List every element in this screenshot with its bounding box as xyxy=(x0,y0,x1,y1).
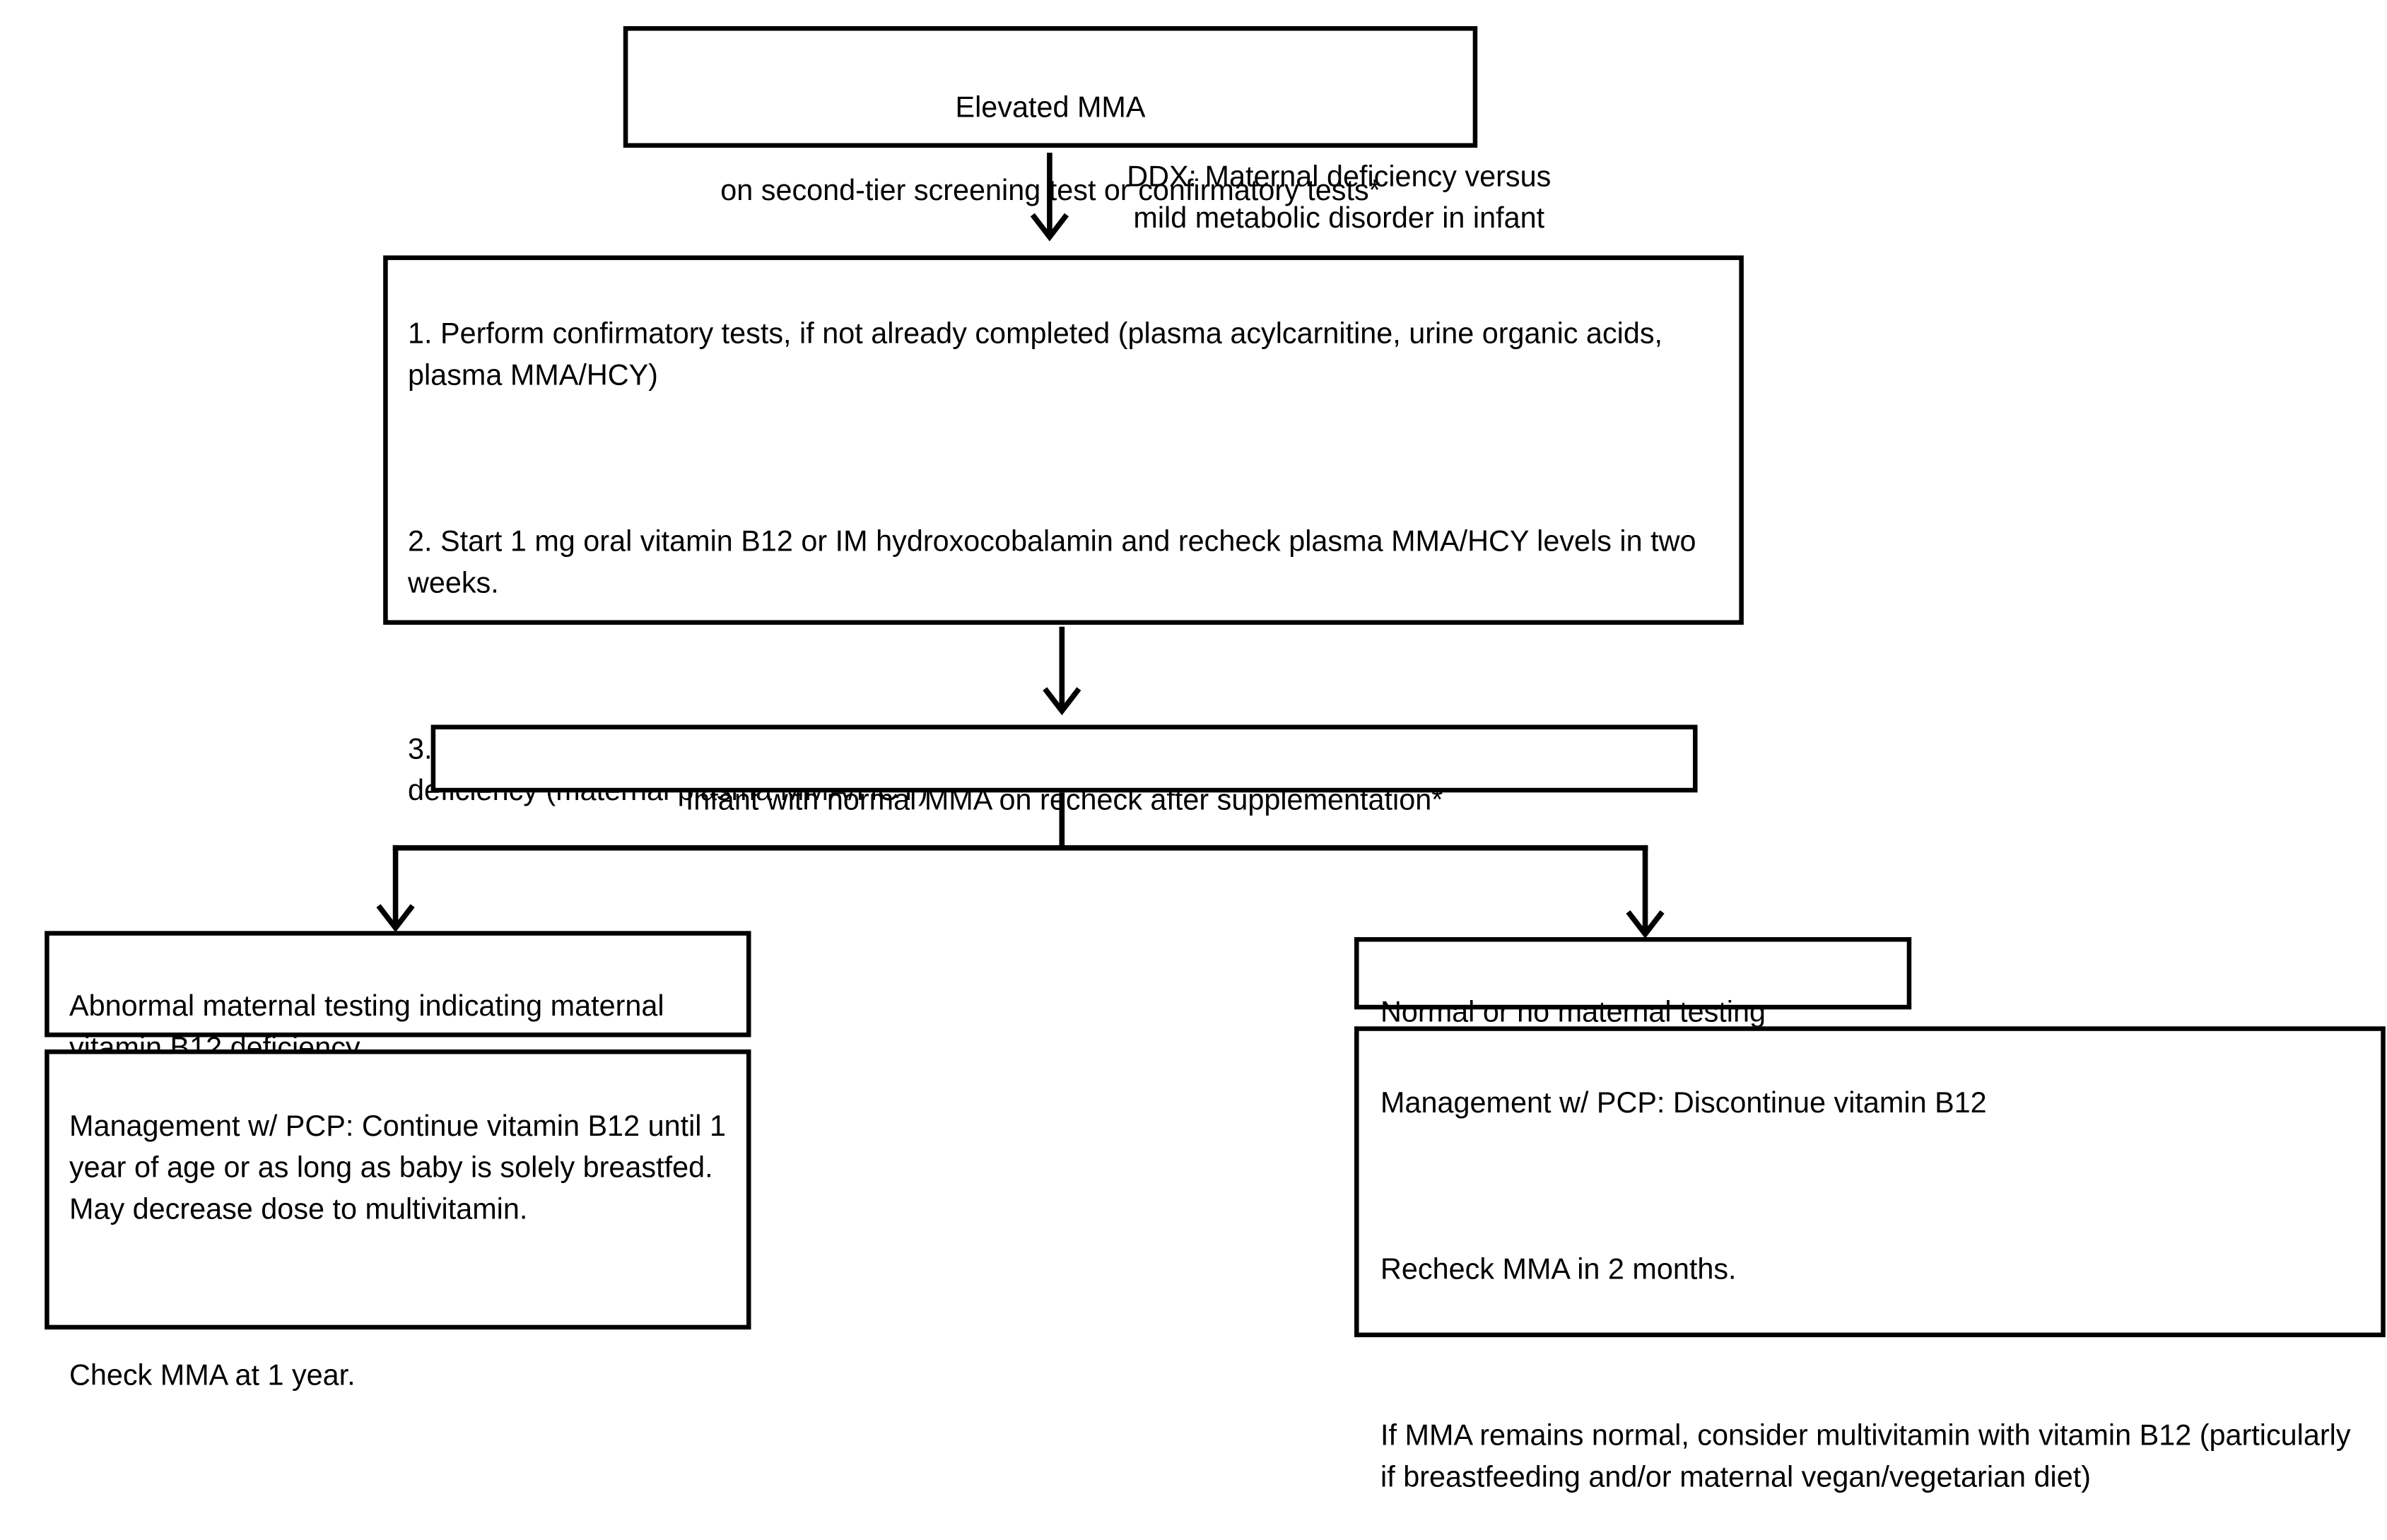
left-management-box: Management w/ PCP: Continue vitamin B12 … xyxy=(45,1049,751,1392)
ddx-note: DDX: Maternal deficiency versus mild met… xyxy=(1127,161,1552,236)
arrow-to-recheck-head xyxy=(1043,687,1081,716)
arrow-right-branch-head xyxy=(1626,910,1665,939)
normal-maternal-testing-label: Normal or no maternal testing xyxy=(1380,997,1766,1030)
step-start-vitamin-b12: 2. Start 1 mg oral vitamin B12 or IM hyd… xyxy=(407,526,1696,601)
flowchart-canvas: Elevated MMA on second-tier screening te… xyxy=(45,26,2386,1494)
connector-lines xyxy=(376,153,1665,939)
right-management-text: Management w/ PCP: Discontinue vitamin B… xyxy=(1380,1088,1987,1121)
initial-steps-box: 1. Perform confirmatory tests, if not al… xyxy=(383,255,1744,808)
normal-recheck-box: Infant with normal MMA on recheck after … xyxy=(430,724,1698,817)
left-followup-text: Check MMA at 1 year. xyxy=(69,1360,356,1393)
right-recheck-text: Recheck MMA in 2 months. xyxy=(1380,1254,1737,1287)
normal-maternal-testing-box: Normal or no maternal testing xyxy=(1354,936,1912,1030)
right-management-box: Management w/ PCP: Discontinue vitamin B… xyxy=(1354,1026,2386,1494)
arrow-to-steps-head xyxy=(1030,213,1069,242)
elevated-mma-box: Elevated MMA on second-tier screening te… xyxy=(623,26,1478,208)
elevated-mma-subtitle: on second-tier screening test or confirm… xyxy=(720,175,1380,208)
step-confirmatory-tests: 1. Perform confirmatory tests, if not al… xyxy=(407,318,1663,393)
abnormal-maternal-testing-label: Abnormal maternal testing indicating mat… xyxy=(69,991,664,1065)
normal-recheck-label: Infant with normal MMA on recheck after … xyxy=(685,784,1443,818)
arrow-left-branch-head xyxy=(376,904,415,933)
abnormal-maternal-testing-box: Abnormal maternal testing indicating mat… xyxy=(45,931,751,1065)
elevated-mma-title: Elevated MMA xyxy=(955,92,1146,125)
right-followup-text: If MMA remains normal, consider multivit… xyxy=(1380,1420,2351,1495)
left-management-text: Management w/ PCP: Continue vitamin B12 … xyxy=(69,1111,726,1227)
